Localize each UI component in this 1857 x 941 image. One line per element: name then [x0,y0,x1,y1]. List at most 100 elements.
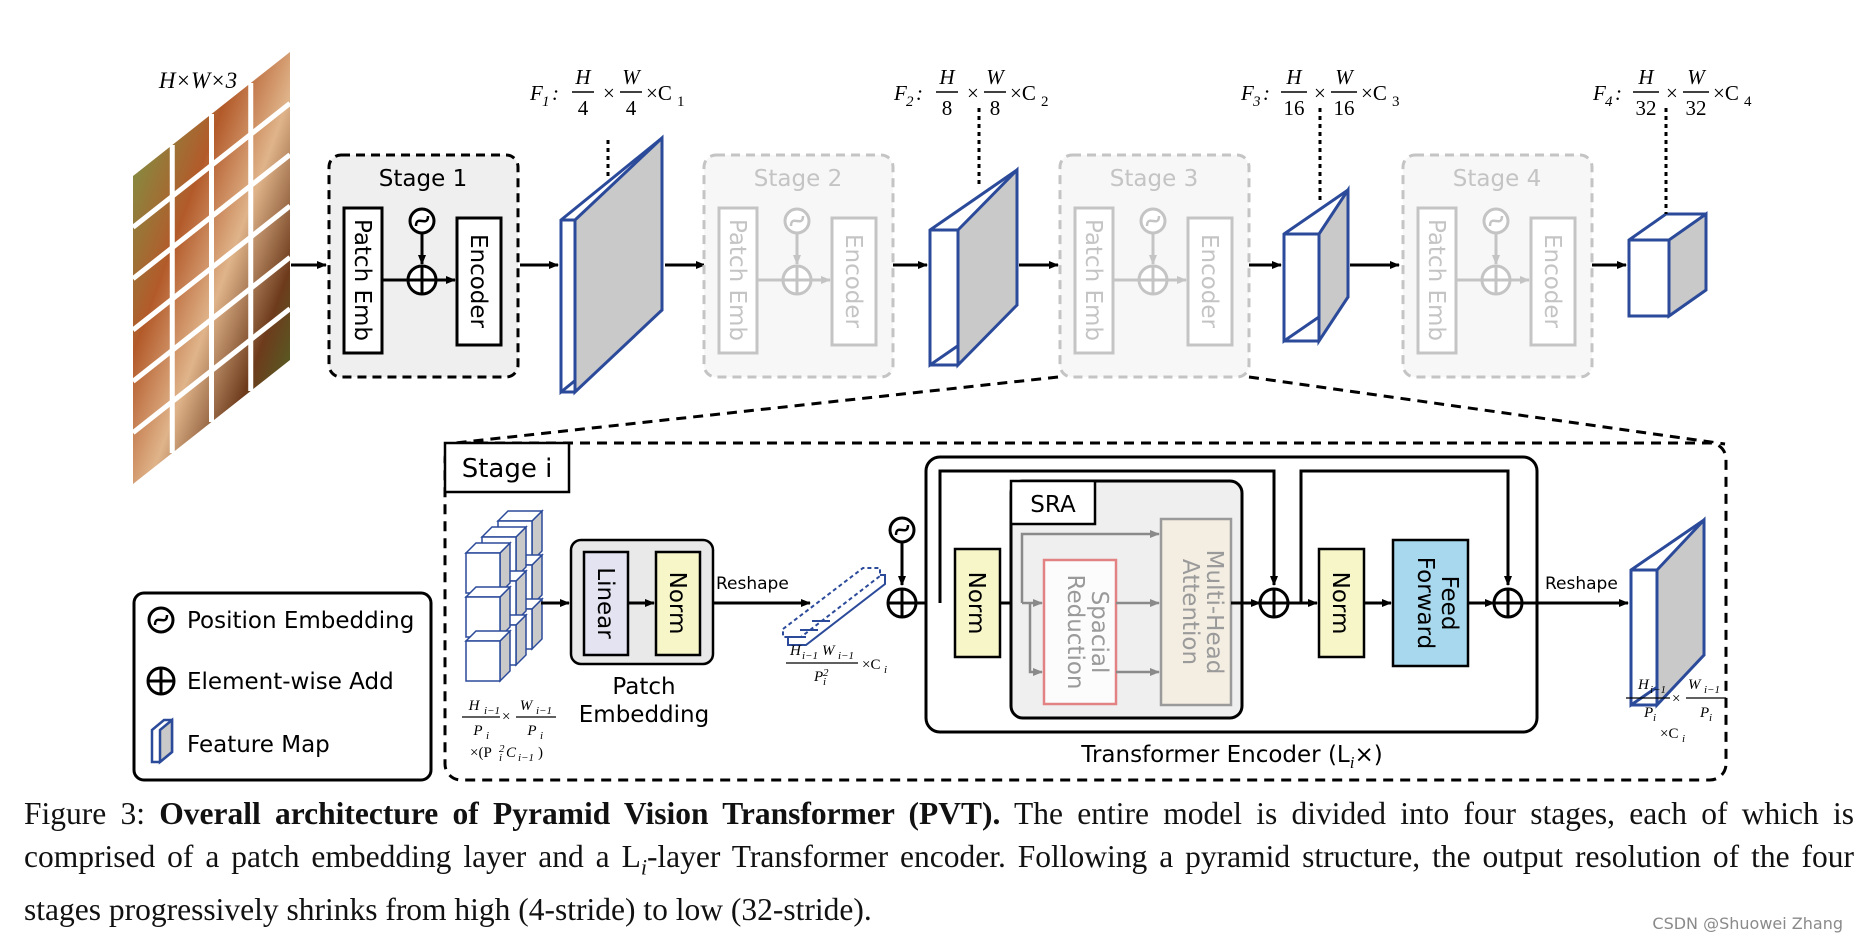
svg-text:H: H [789,643,802,659]
svg-text:W: W [986,65,1006,89]
caption-bold: Overall architecture of Pyramid Vision T… [159,796,1001,831]
svg-text:i: i [1653,712,1656,724]
svg-text:4: 4 [578,96,589,120]
spatial-reduction-label-1: Spacial [1086,591,1112,674]
svg-text:×: × [603,81,615,105]
svg-text:H: H [1285,65,1303,89]
ff-label-1: Feed [1436,576,1462,631]
stage-2-title: Stage 2 [754,166,842,192]
legend-feature-map: Feature Map [187,732,330,758]
svg-text:i−1: i−1 [484,705,500,717]
svg-text:H: H [468,698,481,714]
svg-text:16: 16 [1284,96,1305,120]
svg-text:i: i [1709,712,1712,724]
stage-1-box: Stage 1 Patch Emb Encoder [327,153,520,379]
sra-label: SRA [1030,492,1076,518]
feature-map-1 [559,134,664,396]
svg-text:4: 4 [626,96,637,120]
token-sequence [782,567,886,646]
legend-position-embedding: Position Embedding [187,608,414,634]
svg-text:P: P [526,723,536,739]
reshape-label-2: Reshape [1545,574,1618,594]
svg-text:1: 1 [542,94,550,110]
svg-text:W: W [622,65,642,89]
svg-text:3: 3 [1252,94,1261,110]
svg-text:i−1: i−1 [536,705,552,717]
svg-text:F: F [1240,81,1254,105]
svg-text:×C: ×C [1010,81,1036,105]
transformer-encoder-block: Transformer Encoder (Li×) Norm SRA Spaci… [924,455,1539,772]
output-feature-map [1629,516,1706,709]
svg-text:×C: ×C [1361,81,1387,105]
svg-text:i−1: i−1 [1704,684,1720,696]
patch-embedding-label-2: Embedding [579,702,709,728]
svg-text:8: 8 [990,96,1001,120]
stage-4-title: Stage 4 [1453,166,1541,192]
svg-text:i−1: i−1 [802,650,818,662]
svg-text:F: F [1592,81,1606,105]
svg-text:H: H [1637,65,1655,89]
svg-text:×: × [1672,691,1680,707]
stage-3-patch-emb: Patch Emb [1080,219,1106,341]
svg-text:W: W [520,698,534,714]
svg-text:×C: ×C [1713,81,1739,105]
svg-text:2: 2 [823,667,829,679]
svg-text:×C: ×C [1660,726,1678,742]
pvt-architecture-diagram: H×W×3 Stage 1 Patch Emb Encoder Stage 2 … [131,52,1752,782]
stage-1-encoder: Encoder [465,234,491,329]
transformer-encoder-label: Transformer Encoder (L [1080,742,1350,768]
mha-label-2: Attention [1177,559,1203,665]
svg-text:W: W [822,643,836,659]
spatial-reduction-label-2: Reduction [1062,575,1088,690]
feature-map-4 [1627,108,1708,319]
detail-position-embedding [886,516,918,619]
watermark: CSDN @Shuowei Zhang [1652,914,1843,933]
caption-rest: The entire model is divided into four st… [24,796,1854,874]
svg-text:W: W [1687,65,1707,89]
patch-embedding-block: Linear Norm Patch Embedding [569,538,715,728]
svg-text::: : [552,81,559,105]
svg-text:Transformer Encoder (Li×): Transformer Encoder (Li×) [1080,742,1382,772]
legend-feature-map-icon [150,717,174,765]
svg-text:×C: ×C [862,657,880,673]
svg-text:i−1: i−1 [838,650,854,662]
svg-text::: : [1263,81,1270,105]
svg-text:F: F [529,81,543,105]
svg-text:8: 8 [942,96,953,120]
svg-text:×: × [1314,81,1326,105]
caption-prefix: Figure 3: [24,796,160,831]
patch-embedding-label-1: Patch [612,674,675,700]
stage-2-patch-emb: Patch Emb [724,219,750,341]
svg-text:H: H [938,65,956,89]
svg-text:×: × [502,709,510,725]
svg-text:×C: ×C [646,81,672,105]
svg-text:1: 1 [677,94,685,110]
svg-text:16: 16 [1334,96,1355,120]
feature-label-4: F 4 : H 32 × W 32 ×C 4 [1592,65,1752,120]
svg-text:32: 32 [1636,96,1657,120]
svg-text:i: i [823,676,826,688]
svg-text:2: 2 [1041,94,1049,110]
input-size-label: H×W×3 [158,68,237,93]
svg-text:i: i [486,730,489,742]
svg-text:×: × [1666,81,1678,105]
svg-text:32: 32 [1686,96,1707,120]
caption-rest-2: -layer Transformer encoder. Following a … [24,839,1854,928]
legend: Position Embedding Element-wise Add Feat… [132,591,433,782]
svg-text:4: 4 [1744,94,1752,110]
svg-text:P: P [472,723,482,739]
svg-text::: : [1615,81,1622,105]
figure-caption: Figure 3: Overall architecture of Pyrami… [24,792,1854,931]
svg-text:P: P [813,669,823,685]
caption-sub: i [640,854,647,880]
svg-text:H: H [1637,677,1650,693]
zoom-lines [445,375,1726,446]
stage-3-title: Stage 3 [1110,166,1198,192]
ff-label-2: Forward [1412,557,1438,650]
svg-text:2: 2 [499,743,505,755]
svg-text:): ) [538,745,543,761]
stage-1-patch-emb: Patch Emb [349,219,375,341]
